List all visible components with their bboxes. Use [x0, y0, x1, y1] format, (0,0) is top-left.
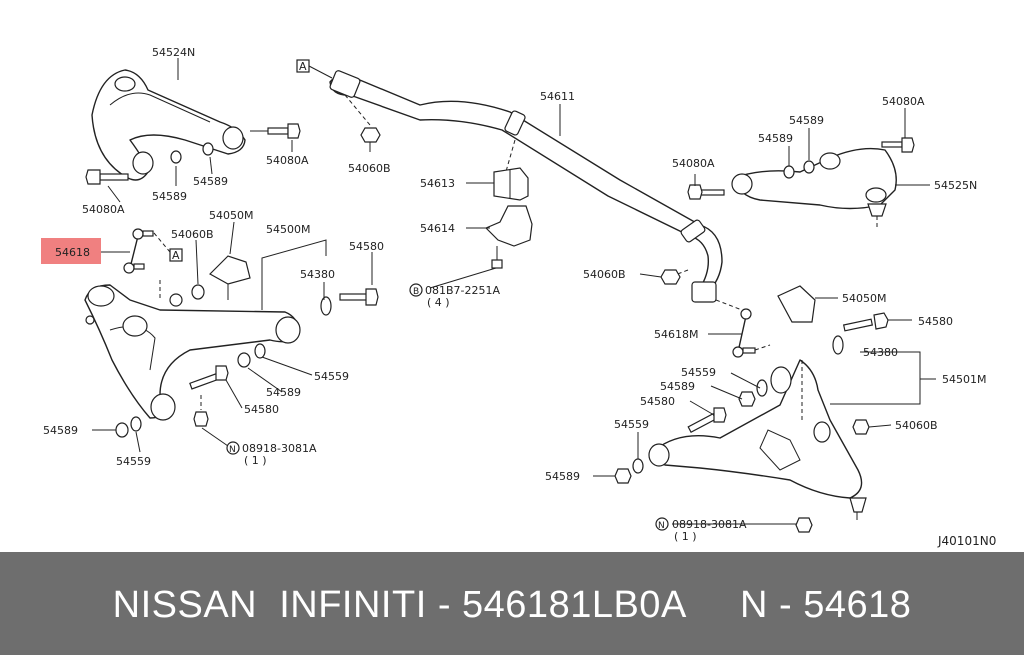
label-54589-e: 54589	[758, 132, 793, 145]
label-54589-c: 54589	[266, 386, 301, 399]
circled-n-left: N	[229, 445, 236, 455]
stabilizer-link-left	[123, 228, 171, 300]
label-54060B-b: 54060B	[348, 162, 391, 175]
parts-diagram: 54524N 54080A 54080A 54589 54589 54618 A…	[41, 46, 996, 548]
label-54589-h: 54589	[545, 470, 580, 483]
label-54080A-left: 54080A	[82, 203, 125, 216]
part-labels: 54524N 54080A 54080A 54589 54589 54618 A…	[41, 46, 996, 548]
diagram-reference-code: J40101N0	[937, 534, 996, 548]
label-54589-b: 54589	[193, 175, 228, 188]
ref-A-2: A	[299, 60, 307, 73]
stabilizer-bar	[329, 70, 723, 303]
ref-box-A-link: A	[169, 248, 183, 262]
label-54060B-a: 54060B	[171, 228, 214, 241]
stabilizer-nuts	[360, 127, 681, 285]
upper-arm-left	[91, 60, 246, 181]
stabilizer-link-right	[715, 299, 771, 358]
label-54614: 54614	[420, 222, 455, 235]
label-54380-a: 54380	[300, 268, 335, 281]
label-54580-a: 54580	[349, 240, 384, 253]
label-54525N: 54525N	[934, 179, 977, 192]
label-54080A-top-right: 54080A	[882, 95, 925, 108]
label-54501M: 54501M	[942, 373, 986, 386]
label-54580-d: 54580	[640, 395, 675, 408]
ref-081B7: B 081B7-2251A ( 4 )	[409, 283, 501, 309]
label-54080A-top-left: 54080A	[266, 154, 309, 167]
circled-n-right: N	[658, 521, 665, 531]
label-54559-c: 54559	[681, 366, 716, 379]
lower-arm-left	[84, 284, 301, 421]
label-54050M-a: 54050M	[209, 209, 253, 222]
stabilizer-bushing	[493, 167, 529, 201]
lower-arm-right-fasteners	[614, 285, 889, 533]
label-08918-left: 08918-3081A	[242, 442, 317, 455]
ref-08918-left: N 08918-3081A ( 1 )	[226, 441, 317, 467]
part-number-caption: NISSAN INFINITI - 546181LB0A N - 54618	[112, 584, 912, 626]
label-54050M-b: 54050M	[842, 292, 886, 305]
highlight-box	[41, 238, 101, 264]
label-54060B-c: 54060B	[583, 268, 626, 281]
label-54559-a: 54559	[314, 370, 349, 383]
label-081B7: 081B7-2251A	[425, 284, 501, 297]
label-54080A-right: 54080A	[672, 157, 715, 170]
label-54589-d: 54589	[43, 424, 78, 437]
highlighted-part-54618: 54618	[41, 238, 101, 264]
label-54500M: 54500M	[266, 223, 310, 236]
ref-A-1: A	[172, 249, 180, 262]
leader-lines	[92, 58, 936, 525]
stabilizer-clamp	[484, 205, 533, 269]
label-54559-b: 54559	[116, 455, 151, 468]
footer-banner: NISSAN INFINITI - 546181LB0A N - 54618	[0, 552, 1024, 655]
upper-arm-left-fasteners	[85, 123, 301, 185]
label-54589-a: 54589	[152, 190, 187, 203]
label-54580-c: 54580	[918, 315, 953, 328]
label-54618M: 54618M	[654, 328, 698, 341]
label-54589-g: 54589	[660, 380, 695, 393]
lower-arm-right	[648, 359, 867, 520]
label-54611: 54611	[540, 90, 575, 103]
label-08918-right-qty: ( 1 )	[674, 530, 697, 543]
upper-arm-right-fasteners	[687, 137, 915, 200]
label-08918-right: 08918-3081A	[672, 518, 747, 531]
label-081B7-qty: ( 4 )	[427, 296, 450, 309]
circled-b: B	[413, 287, 419, 297]
label-54580-b: 54580	[244, 403, 279, 416]
label-54613: 54613	[420, 177, 455, 190]
label-54618: 54618	[55, 246, 90, 259]
label-54559-d: 54559	[614, 418, 649, 431]
upper-arm-right	[731, 147, 897, 228]
label-54589-f: 54589	[789, 114, 824, 127]
label-54380-b: 54380	[863, 346, 898, 359]
label-08918-left-qty: ( 1 )	[244, 454, 267, 467]
label-54524N: 54524N	[152, 46, 195, 59]
ref-08918-right: N 08918-3081A ( 1 )	[655, 517, 747, 543]
ref-box-A-bar: A	[296, 59, 333, 79]
label-54060B-d: 54060B	[895, 419, 938, 432]
